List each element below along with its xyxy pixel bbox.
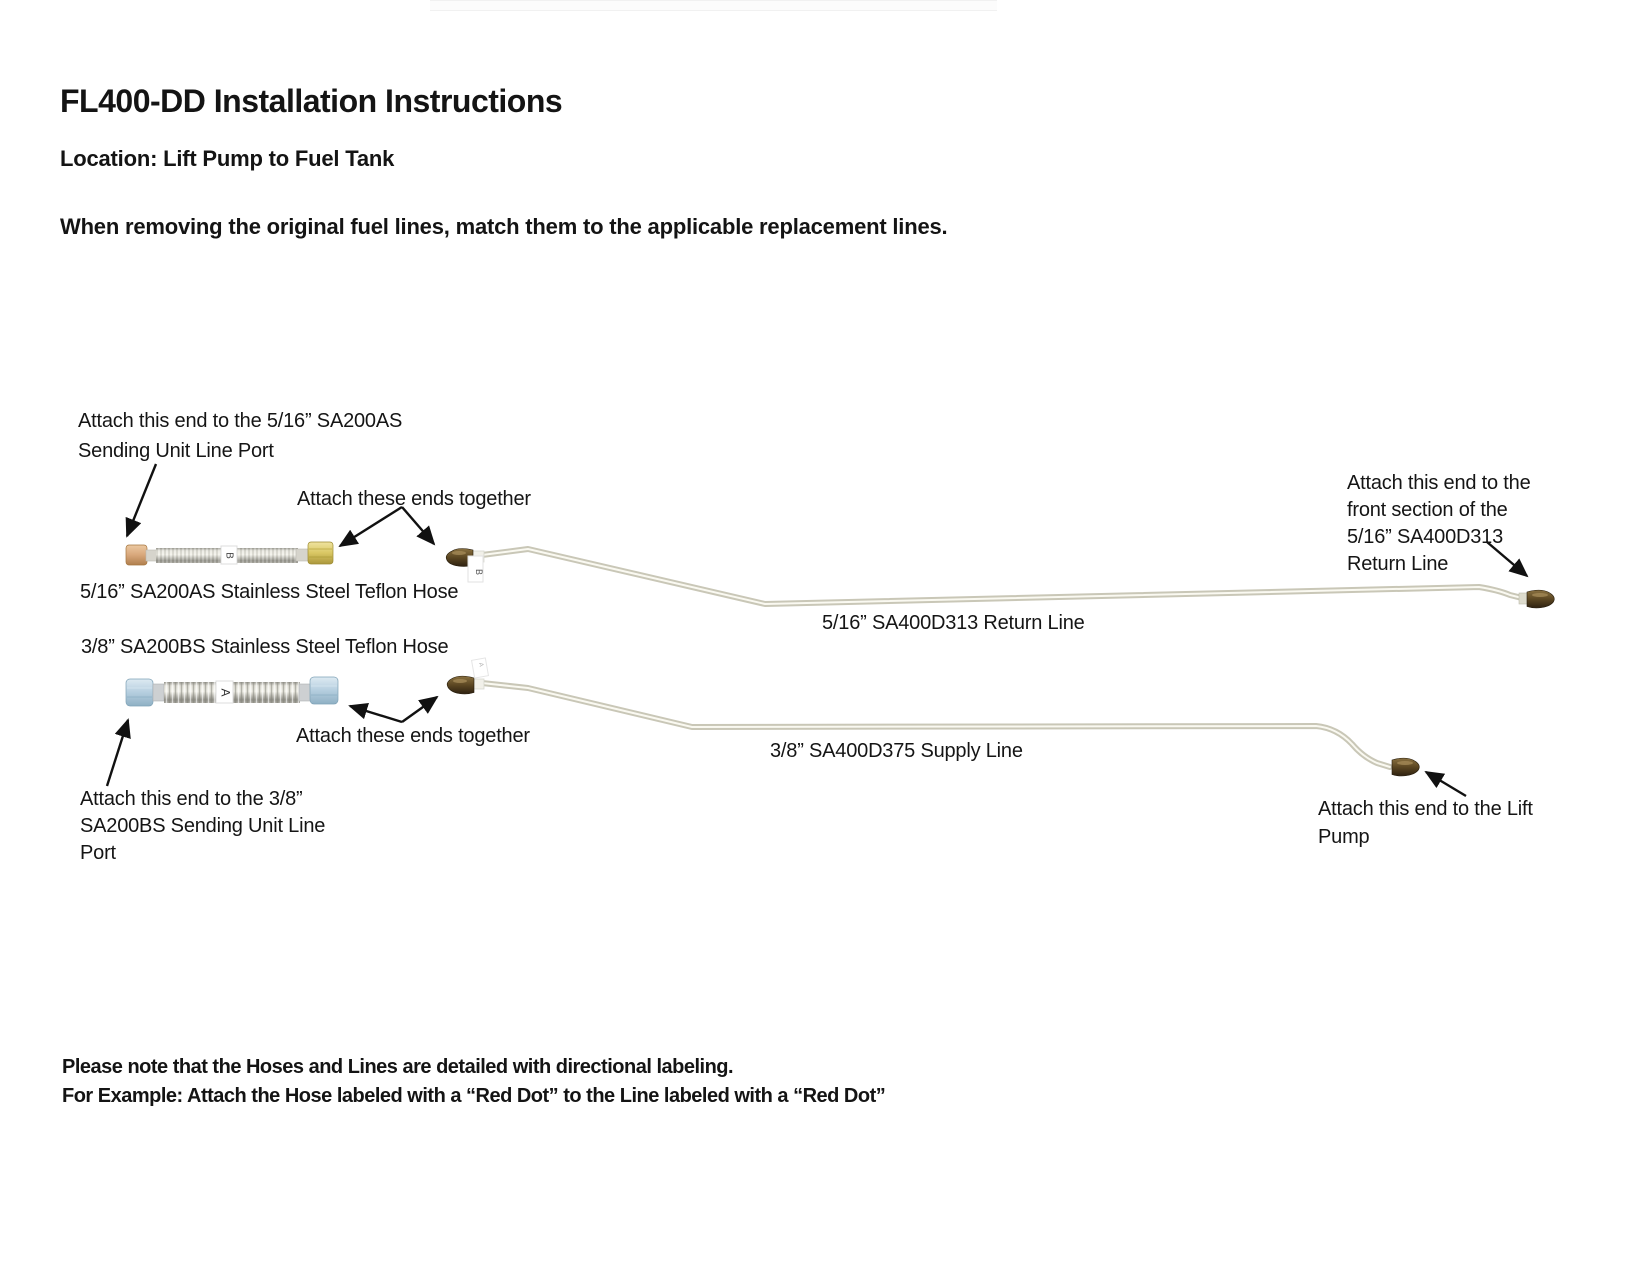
- supply-line-tag: A: [470, 657, 490, 679]
- annotation-line: Port: [80, 842, 116, 864]
- hose-3-8: A: [125, 676, 339, 707]
- arrow-attach-bottom-left: [348, 703, 403, 724]
- arrow-lift-pump: [1424, 770, 1467, 798]
- arrow-sending-unit-5-16: [125, 463, 158, 538]
- arrow-attach-top-right: [401, 506, 436, 546]
- label-hose-5-16: 5/16” SA200AS Stainless Steel Teflon Hos…: [80, 581, 459, 603]
- annotation-line: Attach this end to the 3/8”: [80, 788, 303, 810]
- return-line-tube: B: [445, 546, 1555, 609]
- note-line-1: Please note that the Hoses and Lines are…: [62, 1056, 734, 1078]
- supply-line-right-fitting: [1391, 757, 1420, 777]
- arrow-return-front: [1486, 541, 1529, 578]
- page-title: FL400-DD Installation Instructions: [60, 83, 563, 119]
- hose-5-16: B: [125, 541, 334, 566]
- note-line-2: For Example: Attach the Hose labeled wit…: [62, 1085, 886, 1107]
- hose-5-16-tag-letter: B: [223, 552, 234, 559]
- annotation-line: Sending Unit Line Port: [78, 440, 274, 462]
- label-supply-line: 3/8” SA400D375 Supply Line: [770, 740, 1023, 762]
- annotation-line: SA200BS Sending Unit Line: [80, 815, 326, 837]
- label-return-line: 5/16” SA400D313 Return Line: [822, 612, 1085, 634]
- annotation-return-front: Attach this end to the front section of …: [1347, 470, 1531, 578]
- annotation-attach-together-top: Attach these ends together: [297, 488, 531, 510]
- hose-5-16-right-fitting: [307, 541, 334, 565]
- annotation-line: Attach this end to the: [1347, 472, 1531, 494]
- annotation-line: 5/16” SA400D313: [1347, 526, 1504, 548]
- hose-3-8-tag: A: [215, 680, 234, 704]
- arrow-attach-top-left: [338, 505, 403, 548]
- annotation-line: Attach this end to the Lift: [1318, 798, 1533, 820]
- hose-3-8-tag-letter: A: [218, 688, 232, 696]
- hose-5-16-left-fitting: [125, 544, 148, 566]
- hose-3-8-right-fitting: [309, 676, 339, 705]
- arrow-attach-bottom-right: [401, 695, 439, 723]
- location-line: Location: Lift Pump to Fuel Tank: [60, 146, 395, 171]
- annotation-sending-unit-3-8: Attach this end to the 3/8” SA200BS Send…: [80, 786, 325, 867]
- return-line-tag-letter: B: [474, 569, 484, 575]
- annotation-line: Attach this end to the 5/16” SA200AS: [78, 410, 403, 432]
- annotation-line: Return Line: [1347, 553, 1449, 575]
- return-line-right-fitting: [1518, 589, 1555, 609]
- annotation-sending-unit-5-16: Attach this end to the 5/16” SA200AS Sen…: [78, 406, 402, 466]
- return-line-tag: B: [467, 555, 484, 583]
- intro-line: When removing the original fuel lines, m…: [60, 214, 948, 239]
- label-hose-3-8: 3/8” SA200BS Stainless Steel Teflon Hose: [81, 636, 449, 658]
- annotation-attach-together-bottom: Attach these ends together: [296, 725, 530, 747]
- annotation-line: Pump: [1318, 826, 1370, 848]
- arrow-sending-unit-3-8: [105, 718, 131, 787]
- top-crop-artifact-bar: [430, 0, 997, 11]
- hose-3-8-left-fitting: [125, 678, 154, 707]
- hose-5-16-tag: B: [220, 545, 238, 565]
- annotation-arrows: [105, 463, 1529, 798]
- annotation-line: front section of the: [1347, 499, 1508, 521]
- supply-line-left-fitting: [446, 675, 485, 695]
- supply-line-tube: A: [446, 657, 1420, 777]
- supply-line-tag-letter: A: [477, 662, 484, 667]
- annotation-lift-pump: Attach this end to the Lift Pump: [1318, 795, 1533, 851]
